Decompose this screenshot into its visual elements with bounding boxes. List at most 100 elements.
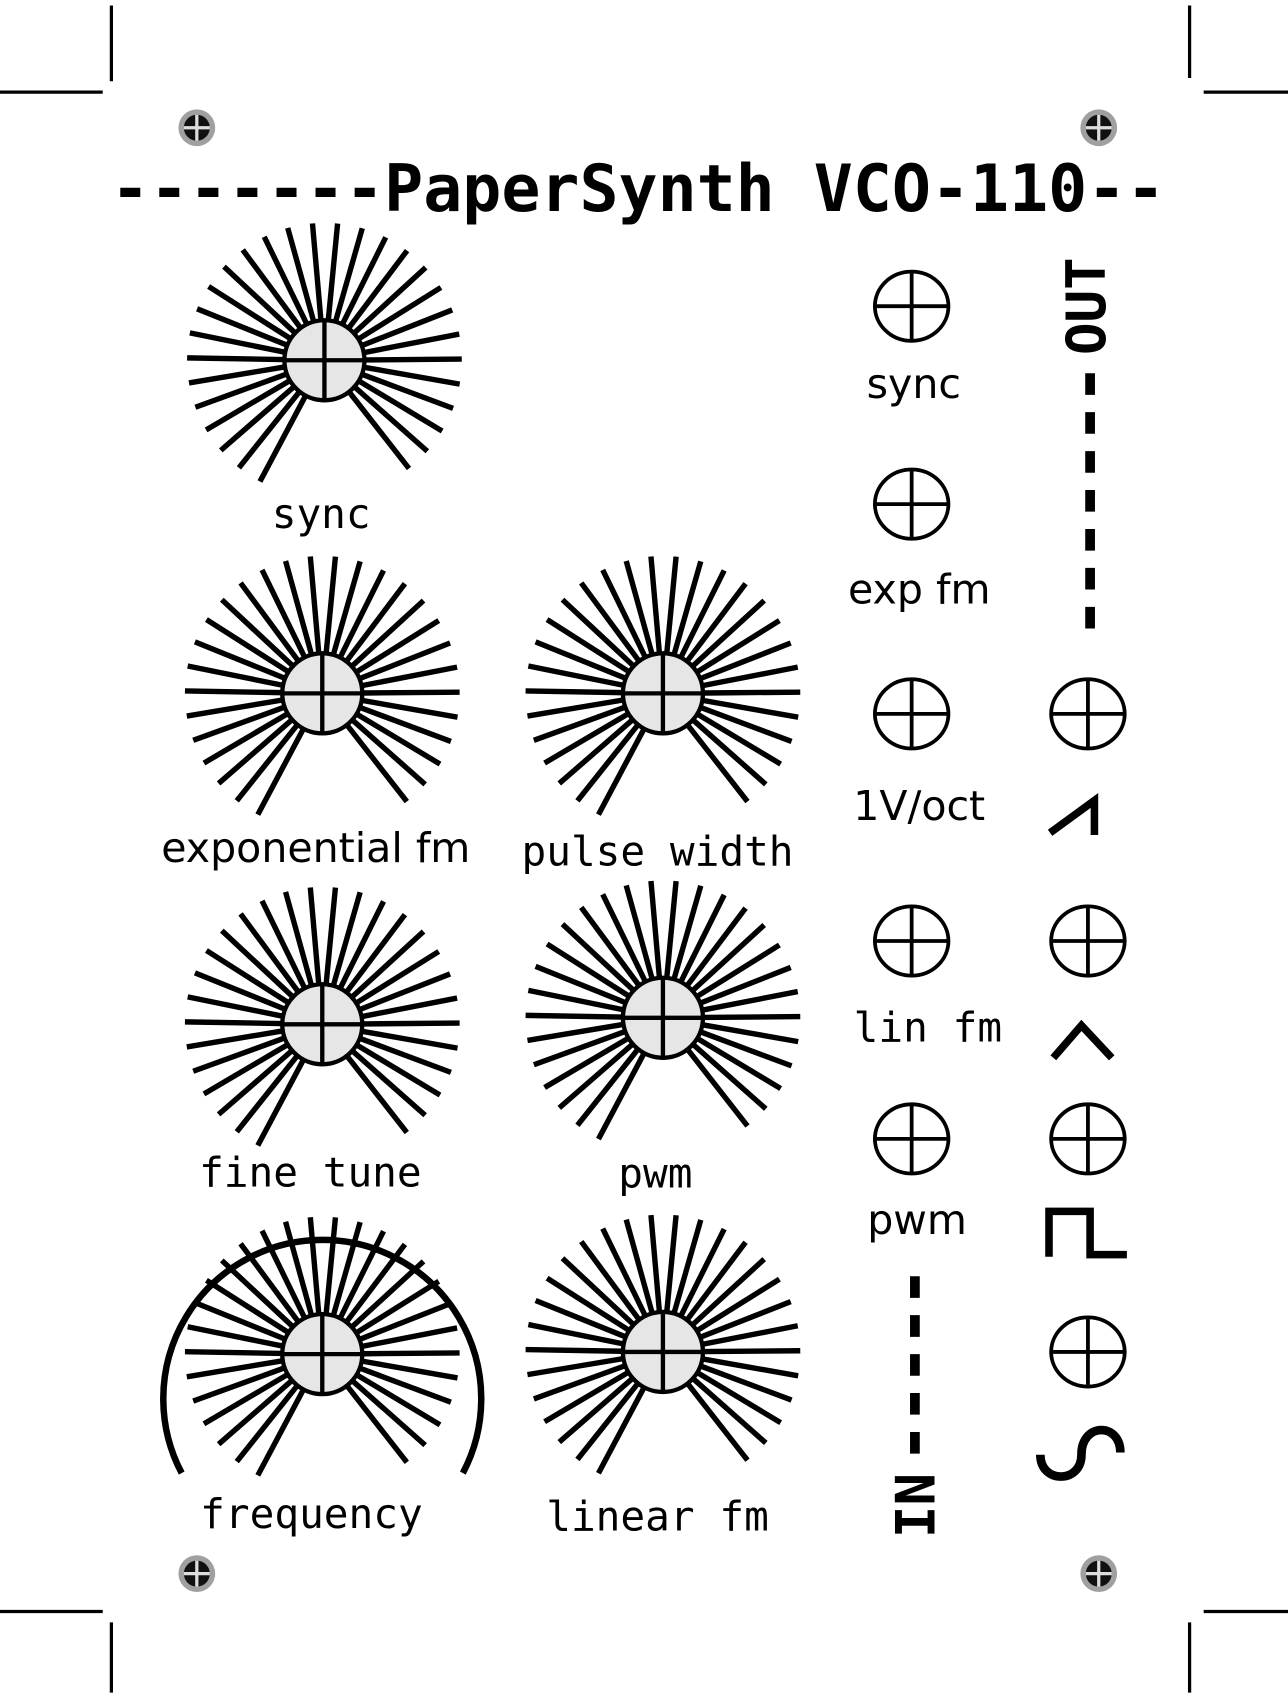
knob-tick: [355, 1279, 441, 1335]
knob-tick: [364, 364, 461, 387]
knob-tick: [359, 971, 452, 1012]
knob-tick: [696, 712, 783, 767]
knob-tick: [534, 1297, 626, 1340]
output-jack-triangle-wave[interactable]: [1049, 904, 1127, 978]
knob-tick: [219, 597, 295, 668]
knob-tick: [344, 582, 408, 663]
knob-tick: [703, 689, 801, 696]
knob-tick: [193, 1300, 286, 1342]
knob-tick: [330, 560, 363, 655]
knob-tick: [600, 893, 648, 983]
knob-tick: [691, 718, 768, 787]
knob-tick: [362, 995, 458, 1020]
input-jack-sync[interactable]: [872, 269, 951, 343]
knob-label-linear-fm: linear fm: [546, 1492, 769, 1540]
input-jack-pwm[interactable]: [872, 1102, 951, 1176]
knob-tick: [193, 970, 286, 1012]
output-jack-square-wave[interactable]: [1049, 1102, 1127, 1176]
input-jack-lin-fm[interactable]: [872, 904, 951, 978]
knob-tick: [204, 1278, 290, 1335]
knob-exponential-fm[interactable]: [184, 556, 460, 816]
input-jack-exp-fm[interactable]: [872, 467, 951, 541]
output-jack-saw-wave[interactable]: [1049, 677, 1127, 751]
knob-tick: [691, 598, 767, 668]
knob-tick: [238, 581, 300, 662]
knob-tick: [234, 1384, 299, 1464]
knob-tick: [579, 581, 641, 662]
knob-tick: [234, 1054, 299, 1134]
knob-tick: [192, 1035, 285, 1074]
knob-tick: [355, 618, 441, 674]
knob-pulse-width[interactable]: [525, 556, 801, 816]
knob-tick: [364, 331, 460, 356]
knob-tick: [362, 1358, 458, 1381]
knob-sync[interactable]: [187, 223, 462, 483]
input-label-pwm: pwm: [867, 1196, 967, 1244]
knob-tick: [691, 1042, 768, 1111]
knob-tick: [685, 906, 748, 987]
knob-tick: [259, 899, 307, 989]
knob-tick: [543, 711, 629, 766]
knob-tick: [352, 265, 428, 335]
output-jack-sine-wave[interactable]: [1049, 1315, 1127, 1389]
knob-tick: [353, 385, 430, 454]
knob-tick: [187, 355, 284, 363]
knob-tick: [222, 264, 297, 335]
knob-tick: [219, 385, 296, 453]
knob-tick: [534, 639, 626, 681]
knob-tick: [648, 1214, 663, 1312]
knob-tick: [359, 1036, 452, 1075]
knob-tick: [187, 994, 283, 1019]
knob-tick: [532, 704, 626, 743]
knob-tick: [345, 724, 409, 804]
input-jack-1v-oct[interactable]: [872, 677, 951, 751]
screw-icon: [178, 109, 216, 147]
knob-tick: [186, 697, 283, 719]
knob-tick: [202, 711, 289, 766]
knob-fine-tune[interactable]: [184, 887, 460, 1147]
knob-tick: [350, 929, 426, 999]
input-label-exp-fm: exp fm: [848, 566, 990, 614]
knob-pwm[interactable]: [525, 880, 801, 1141]
knob-tick: [255, 1389, 306, 1477]
knob-tick: [184, 688, 282, 696]
knob-tick: [359, 1301, 452, 1342]
knob-tick: [691, 923, 767, 993]
knob-tick: [261, 235, 309, 325]
knob-tick: [532, 1029, 626, 1068]
knob-tick: [333, 227, 365, 322]
frequency-range-arc: [160, 1236, 485, 1475]
module-title: -------PaperSynth VCO-110--: [111, 152, 1166, 227]
knob-tick: [600, 568, 648, 658]
input-label-lin-fm: lin fm: [854, 1004, 1002, 1052]
knob-tick: [678, 1227, 727, 1317]
knob-tick: [350, 598, 426, 668]
knob-linear-fm[interactable]: [525, 1214, 801, 1475]
knob-tick: [345, 1054, 409, 1135]
knob-tick: [356, 712, 442, 767]
knob-label-fine-tune: fine tune: [199, 1148, 422, 1196]
knob-tick: [545, 617, 630, 674]
knob-tick: [240, 248, 303, 329]
knob-tick: [671, 1219, 704, 1314]
knob-tick: [207, 284, 292, 341]
knob-tick: [686, 1382, 750, 1462]
knob-tick: [236, 390, 301, 470]
knob-tick: [596, 1386, 647, 1475]
knob-frequency[interactable]: [184, 1217, 460, 1477]
knob-tick: [193, 639, 286, 681]
knob-tick: [194, 371, 287, 410]
knob-tick: [204, 378, 291, 433]
knob-tick: [307, 556, 322, 653]
knob-tick: [362, 1028, 458, 1051]
knob-tick: [216, 1049, 294, 1117]
knob-tick: [700, 1299, 792, 1340]
knob-tick: [365, 356, 462, 363]
knob-tick: [532, 1363, 626, 1402]
knob-tick: [338, 900, 386, 989]
out-label: OUT: [1055, 257, 1118, 355]
knob-tick: [702, 697, 799, 720]
knob-tick: [696, 1276, 781, 1333]
knob-tick: [702, 988, 799, 1013]
knob-tick: [345, 1384, 409, 1465]
